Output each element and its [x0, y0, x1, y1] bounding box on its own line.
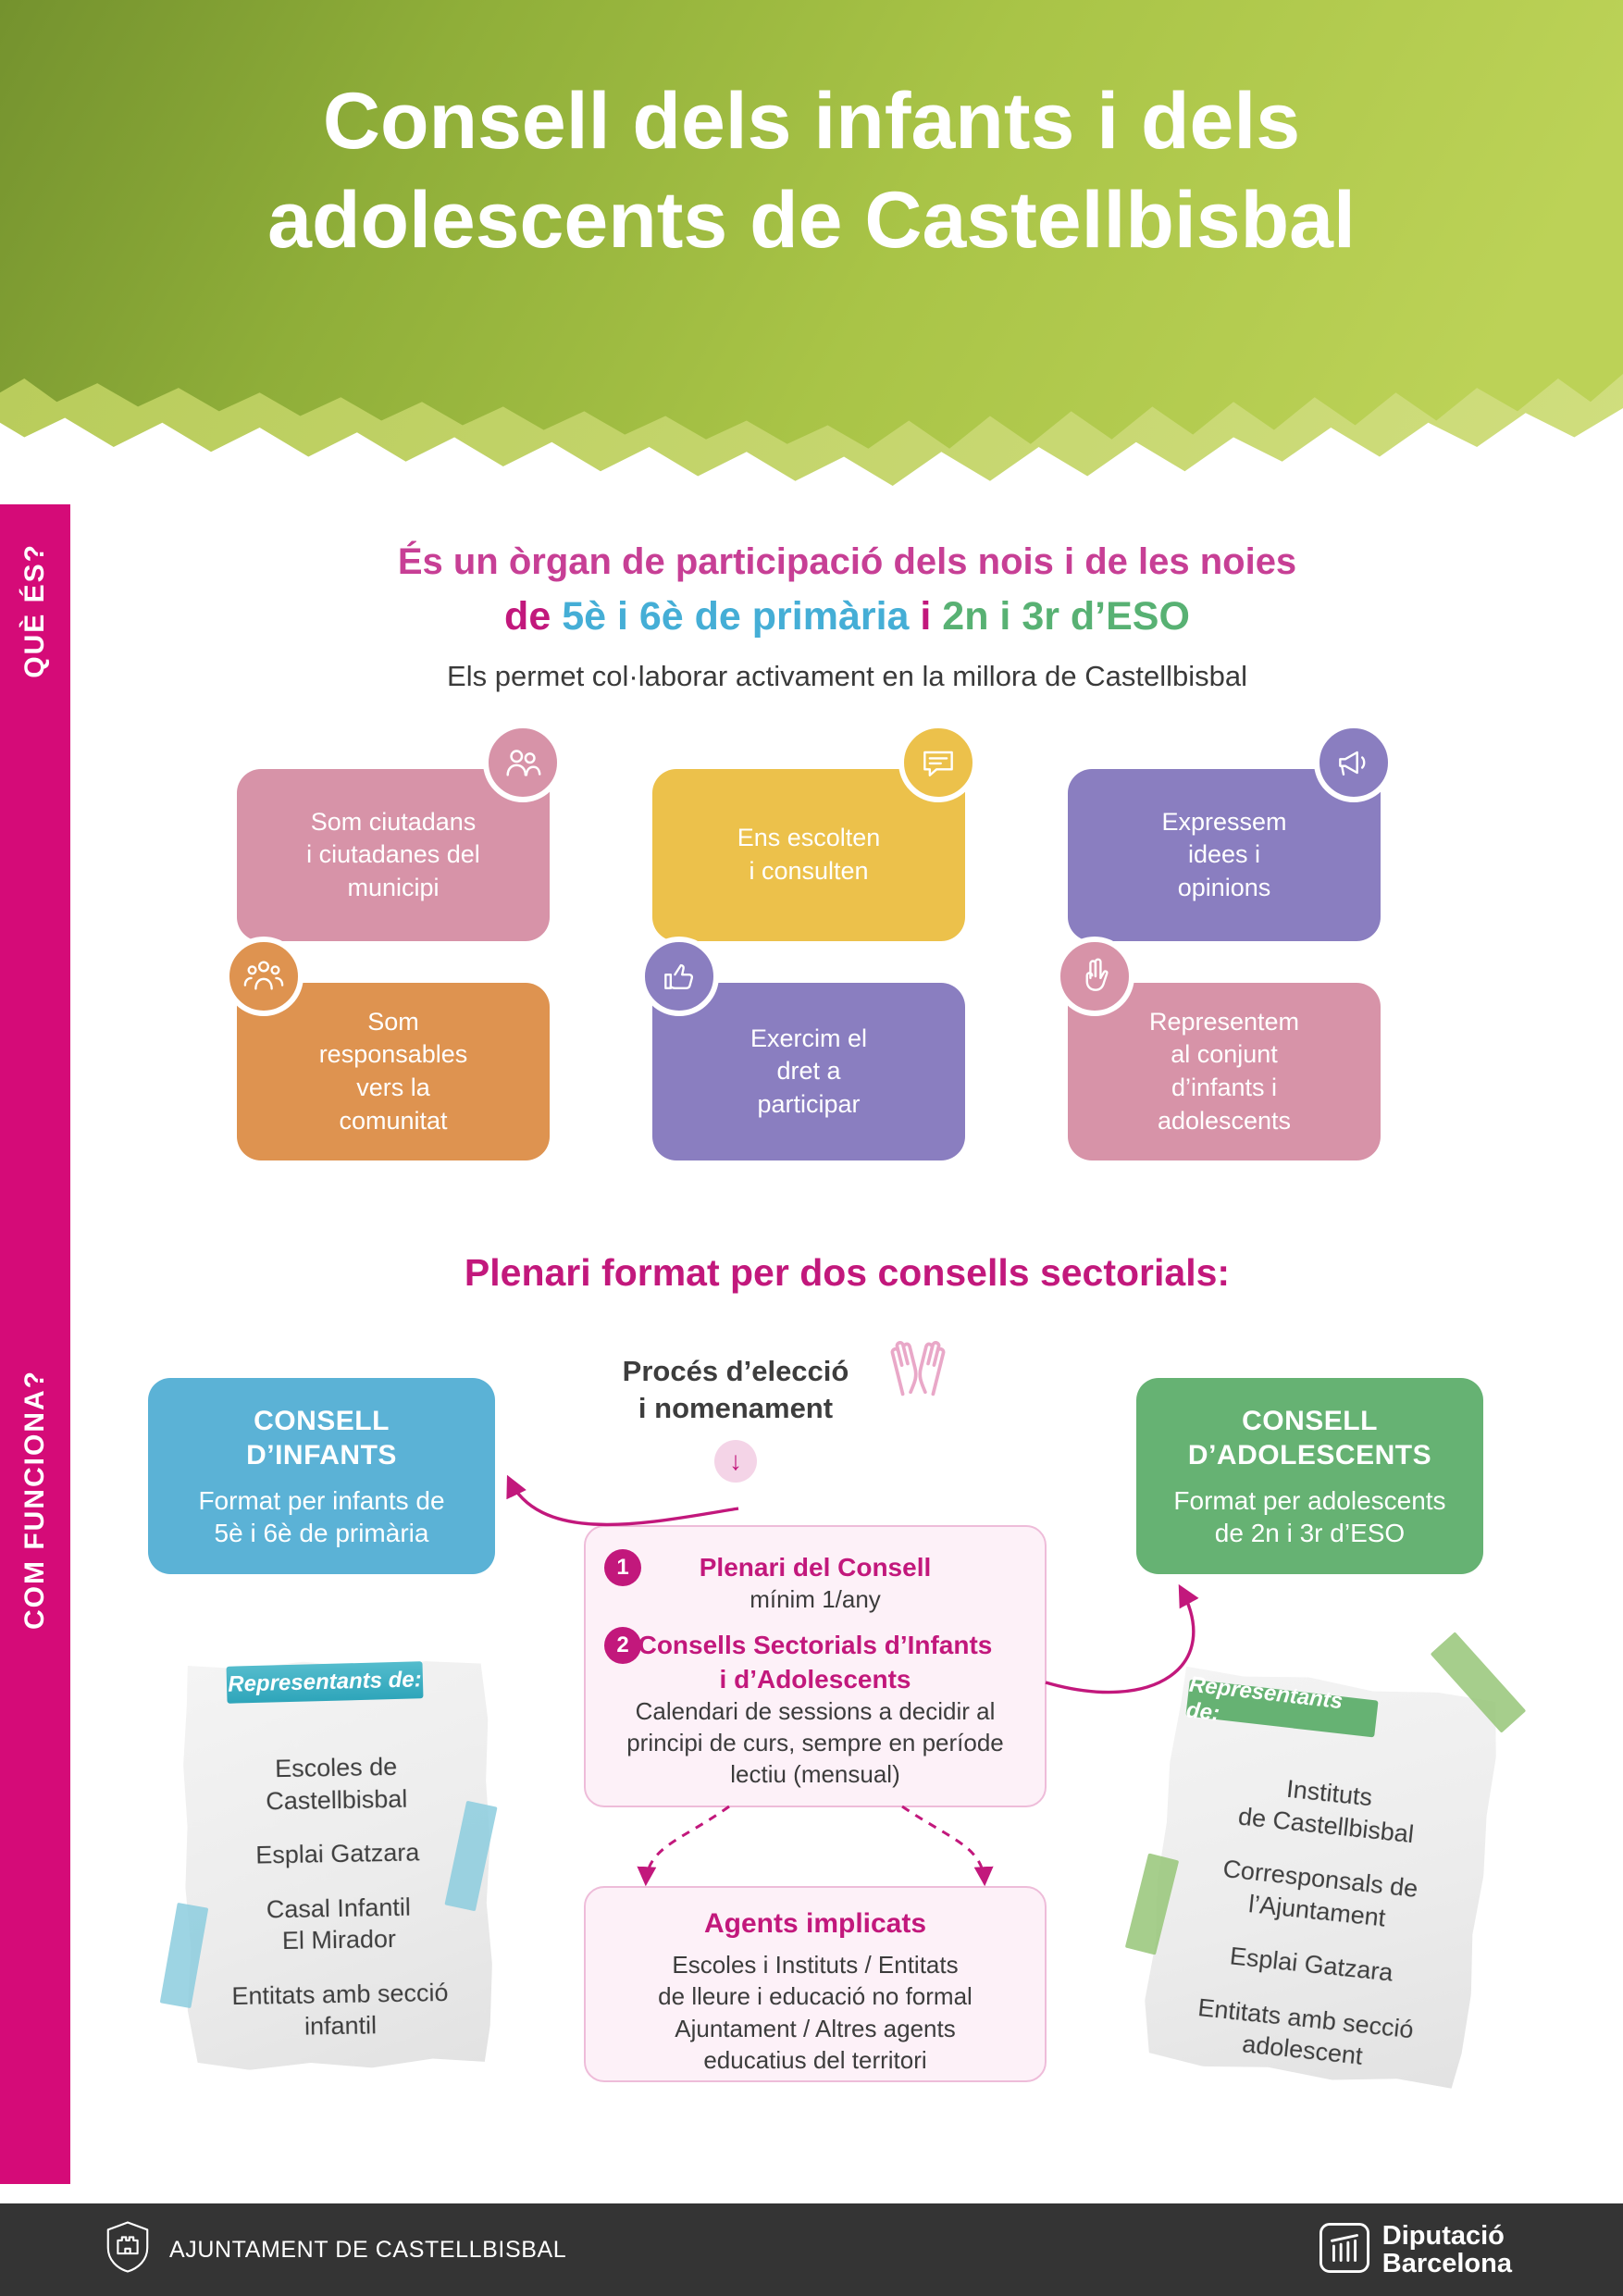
- dashed-arrow-right: [901, 1805, 994, 1887]
- ajuntament-logo: AJUNTAMENT DE CASTELLBISBAL: [106, 2220, 566, 2280]
- consell-infants-box: CONSELL D’INFANTS Format per infants de …: [148, 1378, 495, 1574]
- diputacio-line1: Diputació: [1381, 2220, 1505, 2251]
- card-label: Representem al conjunt d’infants i adole…: [1148, 1007, 1300, 1135]
- intro-line2-prefix: de: [504, 594, 563, 639]
- intro-line2: de 5è i 6è de primària i 2n i 3r d’ESO: [71, 594, 1623, 639]
- plenari-heading: Plenari format per dos consells sectoria…: [464, 1251, 1231, 1294]
- arrow-to-consell-infants: [506, 1474, 739, 1527]
- section-rail: QUÈ ÉS? COM FUNCIONA?: [0, 504, 70, 2184]
- card-label: Exercim el dret a participar: [750, 1024, 868, 1118]
- note-item: Esplai Gatzara: [1228, 1942, 1394, 1987]
- footer: AJUNTAMENT DE CASTELLBISBAL Diputació Ba…: [0, 2203, 1623, 2296]
- card-label: Som ciutadans i ciutadanes del municipi: [306, 807, 480, 901]
- diputacio-logo: Diputació Barcelona: [1319, 2220, 1512, 2278]
- megaphone-icon: [1314, 723, 1394, 802]
- intro-line1: És un òrgan de participació dels nois i …: [397, 541, 1297, 582]
- header-green-banner: [0, 0, 1623, 449]
- intro-line2-sep: i: [909, 594, 943, 639]
- card-som-ciutadans: Som ciutadans i ciutadanes del municipi: [237, 723, 563, 941]
- step-2-desc: Calendari de sessions a decidir al princ…: [626, 1696, 1004, 1788]
- consell-adolescents-subtitle: Format per adolescents de 2n i 3r d’ESO: [1173, 1485, 1446, 1547]
- card-som-responsables: Som responsables vers la comunitat: [224, 937, 550, 1160]
- consell-infants-subtitle: Format per infants de 5è i 6è de primàri…: [198, 1485, 445, 1547]
- step-2-number: 2: [604, 1627, 641, 1664]
- ajuntament-label: AJUNTAMENT DE CASTELLBISBAL: [169, 2236, 567, 2263]
- note-representants-infants: Escoles de Castellbisbal Esplai Gatzara …: [181, 1658, 494, 2071]
- process-box: 1 2 Plenari del Consell mínim 1/any Cons…: [584, 1525, 1047, 1807]
- card-expressem: Expressem idees i opinions: [1068, 723, 1394, 941]
- people-icon: [483, 723, 563, 802]
- speech-bubble-icon: [898, 723, 978, 802]
- note-item: Esplai Gatzara: [254, 1838, 420, 1869]
- section-label-que-es: QUÈ ÉS?: [19, 543, 50, 678]
- intro-line3: Els permet col·laborar activament en la …: [447, 660, 1247, 692]
- page-title-line2: adolescents de Castellbisbal: [267, 175, 1356, 265]
- consell-adolescents-title: CONSELL D’ADOLESCENTS: [1187, 1405, 1432, 1471]
- raised-hands-icon: [877, 1334, 959, 1404]
- diputacio-line2: Barcelona: [1381, 2249, 1512, 2278]
- arrow-to-consell-adolescents: [1045, 1583, 1199, 1694]
- representants-ribbon-left: Representants de:: [226, 1661, 424, 1704]
- page-title-line1: Consell dels infants i dels: [322, 77, 1301, 166]
- card-ens-escolten: Ens escolten i consulten: [652, 723, 978, 941]
- note-item: Entitats amb secció adolescent: [1196, 1992, 1416, 2071]
- note-item: Escoles de Castellbisbal: [265, 1752, 408, 1815]
- card-representem: Representem al conjunt d’infants i adole…: [1055, 937, 1381, 1160]
- agents-title: Agents implicats: [703, 1908, 927, 1939]
- note-item: Entitats amb secció infantil: [231, 1978, 449, 2041]
- diputacio-icon: [1319, 2222, 1369, 2277]
- diputacio-text: Diputació Barcelona: [1381, 2220, 1512, 2278]
- consell-adolescents-box: CONSELL D’ADOLESCENTS Format per adolesc…: [1136, 1378, 1483, 1574]
- community-icon: [224, 937, 304, 1016]
- note-item: Instituts de Castellbisbal: [1236, 1774, 1416, 1848]
- step-1-desc: mínim 1/any: [750, 1585, 881, 1614]
- intro-section: És un òrgan de participació dels nois i …: [71, 541, 1623, 693]
- step-1-number: 1: [604, 1549, 641, 1586]
- down-arrow-icon: ↓: [714, 1440, 757, 1483]
- section-label-com-funciona: COM FUNCIONA?: [19, 1370, 50, 1630]
- note-item: Corresponsals de l’Ajuntament: [1221, 1855, 1419, 1932]
- consell-infants-title: CONSELL D’INFANTS: [246, 1405, 397, 1471]
- card-label: Som responsables vers la comunitat: [318, 1007, 468, 1135]
- card-label: Ens escolten i consulten: [737, 824, 881, 885]
- dashed-arrow-left: [637, 1805, 730, 1887]
- thumbs-up-icon: [639, 937, 719, 1016]
- process-title-line2: i nomenament: [638, 1392, 834, 1425]
- step-2-title: Consells Sectorials d’Infants i d’Adoles…: [638, 1631, 993, 1694]
- castle-shield-icon: [106, 2220, 149, 2280]
- intro-line2-eso: 2n i 3r d’ESO: [942, 594, 1190, 639]
- page-title: Consell dels infants i dels adolescents …: [0, 72, 1623, 269]
- agents-box: Agents implicats Escoles i Instituts / E…: [584, 1886, 1047, 2082]
- step-1-title: Plenari del Consell: [699, 1553, 932, 1582]
- card-label: Expressem idees i opinions: [1161, 807, 1287, 901]
- agents-desc: Escoles i Instituts / Entitats de lleure…: [658, 1951, 973, 2074]
- process-title: Procés d’elecció i nomenament: [592, 1353, 879, 1428]
- peace-hand-icon: [1055, 937, 1134, 1016]
- intro-line2-primaria: 5è i 6è de primària: [562, 594, 910, 639]
- card-exercim-dret: Exercim el dret a participar: [639, 937, 965, 1160]
- process-title-line1: Procés d’elecció: [622, 1355, 849, 1387]
